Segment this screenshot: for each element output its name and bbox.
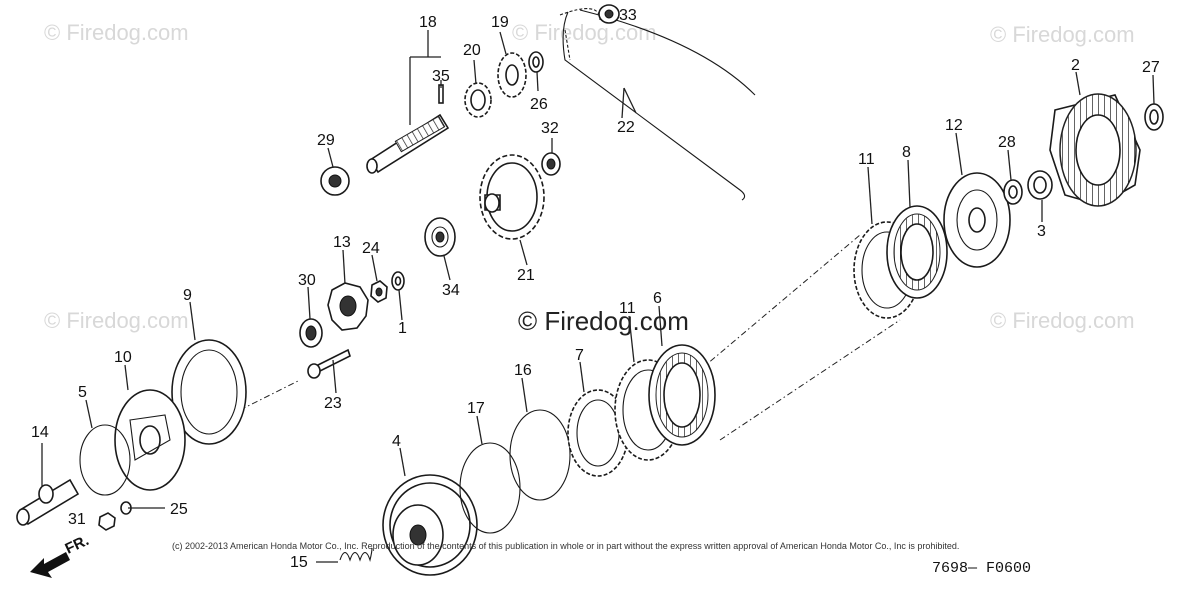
gear-20	[464, 82, 492, 118]
label-31: 31	[68, 511, 86, 528]
axis-line-upper	[699, 234, 861, 371]
label-16: 16	[514, 362, 532, 379]
direction-label: FR.	[63, 532, 92, 558]
axis-line-lower	[719, 319, 901, 441]
label-15: 15	[290, 554, 308, 571]
watermark-mid-center: © Firedog.com	[518, 306, 689, 336]
bolt-23	[307, 348, 351, 379]
lifter-rod-14	[16, 478, 80, 526]
clutch-center-4	[382, 474, 478, 576]
leader-lines	[41, 30, 1155, 563]
watermark-mid-left: © Firedog.com	[44, 308, 189, 333]
pressure-plate-9	[171, 339, 247, 445]
label-1: 1	[398, 320, 407, 337]
lifter-plate-10	[114, 389, 186, 491]
spring-15	[339, 547, 373, 562]
o-ring-17	[459, 442, 521, 534]
bearing-33	[598, 4, 620, 24]
label-28: 28	[998, 134, 1016, 151]
label-18: 18	[419, 14, 437, 31]
label-24: 24	[362, 240, 380, 257]
front-direction-arrow: FR.	[30, 532, 92, 578]
label-17: 17	[467, 400, 485, 417]
washer-1	[391, 271, 405, 291]
label-6: 6	[653, 290, 662, 307]
label-30: 30	[298, 272, 316, 289]
label-7: 7	[575, 347, 584, 364]
o-ring-16	[509, 409, 571, 501]
label-19: 19	[491, 14, 509, 31]
label-4: 4	[392, 433, 401, 450]
label-9: 9	[183, 287, 192, 304]
clutch-outer-2	[1049, 93, 1141, 207]
washer-26	[528, 51, 544, 73]
nut-31	[98, 512, 116, 531]
circlip-28	[1003, 179, 1023, 205]
label-29: 29	[317, 132, 335, 149]
label-35: 35	[432, 68, 450, 85]
friction-disc-8	[886, 205, 948, 299]
diagram-code: 7698— F0600	[932, 560, 1031, 577]
nut-24	[370, 280, 388, 303]
axis-line-left	[239, 379, 301, 411]
label-11-upper: 11	[858, 151, 875, 168]
watermark-top-center: © Firedog.com	[512, 20, 657, 45]
label-32: 32	[541, 120, 559, 137]
label-14: 14	[31, 424, 49, 441]
label-25: 25	[170, 501, 188, 518]
label-5: 5	[78, 384, 87, 401]
label-8: 8	[902, 144, 911, 161]
watermark-top-right: © Firedog.com	[990, 22, 1135, 47]
watermark-mid-right: © Firedog.com	[990, 308, 1135, 333]
bearing-29	[320, 166, 350, 196]
label-12: 12	[945, 117, 963, 134]
washer-27	[1144, 103, 1164, 131]
bearing-32	[541, 152, 561, 176]
mainshaft-18	[366, 113, 450, 174]
pressure-plate-12	[943, 172, 1011, 268]
label-27: 27	[1142, 59, 1160, 76]
gear-21	[479, 154, 545, 240]
label-34: 34	[442, 282, 460, 299]
label-3: 3	[1037, 223, 1046, 240]
snap-ring-5	[79, 424, 131, 496]
gear-19	[497, 52, 527, 98]
label-11-lower: 11	[619, 300, 636, 317]
watermark-top-left: © Firedog.com	[44, 20, 189, 45]
label-13: 13	[333, 234, 351, 251]
label-10: 10	[114, 349, 132, 366]
label-26: 26	[530, 96, 548, 113]
label-21: 21	[517, 267, 535, 284]
label-23: 23	[324, 395, 342, 412]
damper-hub-13	[327, 282, 369, 331]
collar-3	[1027, 170, 1053, 200]
label-22: 22	[617, 119, 635, 136]
label-20: 20	[463, 42, 481, 59]
copyright-notice: (c) 2002-2013 American Honda Motor Co., …	[172, 541, 959, 551]
bearing-30	[299, 318, 323, 348]
bearing-34	[424, 217, 456, 257]
label-2: 2	[1071, 57, 1080, 74]
label-33: 33	[619, 7, 637, 24]
friction-disc-6	[648, 344, 716, 446]
